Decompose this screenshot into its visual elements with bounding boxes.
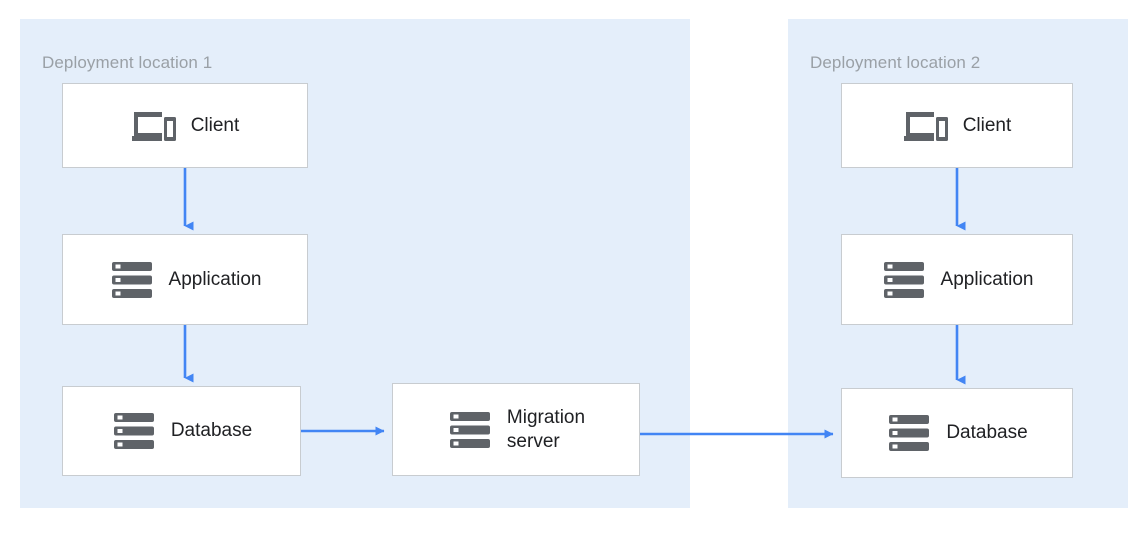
server-icon (109, 257, 155, 303)
node-application-1[interactable]: Application (62, 234, 308, 325)
node-database-2-label: Database (946, 422, 1028, 444)
node-application-1-label: Application (168, 268, 262, 290)
node-migration-server[interactable]: Migration server (392, 383, 640, 476)
node-migration-server-label: Migration server (506, 406, 586, 452)
node-client-1[interactable]: Client (62, 83, 308, 168)
node-application-2[interactable]: Application (841, 234, 1073, 325)
devices-icon (131, 103, 177, 149)
deployment-zone-2-label: Deployment location 2 (810, 53, 981, 72)
server-icon (111, 408, 157, 454)
deployment-zone-1-label: Deployment location 1 (42, 53, 213, 72)
node-client-1-label: Client (190, 114, 240, 136)
devices-icon (903, 103, 949, 149)
node-client-2-label: Client (962, 114, 1012, 136)
node-database-2[interactable]: Database (841, 388, 1073, 478)
node-database-1-label: Database (170, 420, 253, 442)
node-client-2[interactable]: Client (841, 83, 1073, 168)
node-application-2-label: Application (940, 268, 1034, 290)
server-icon (881, 257, 927, 303)
server-icon (447, 407, 493, 453)
server-icon (886, 410, 932, 456)
node-database-1[interactable]: Database (62, 386, 301, 476)
